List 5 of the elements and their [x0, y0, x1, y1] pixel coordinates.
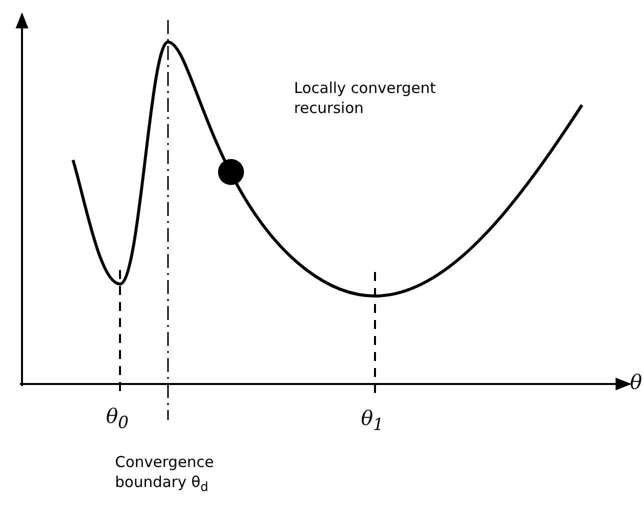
annotation-text: Locally convergent recursion [294, 78, 437, 118]
axis-label: θ [630, 372, 642, 392]
axis-label: θ$_{1}$ [361, 408, 384, 435]
axis-label: θ$_{0}$ [106, 406, 129, 433]
annotation-text: Convergence boundary θ$_{d}$ [115, 452, 215, 496]
